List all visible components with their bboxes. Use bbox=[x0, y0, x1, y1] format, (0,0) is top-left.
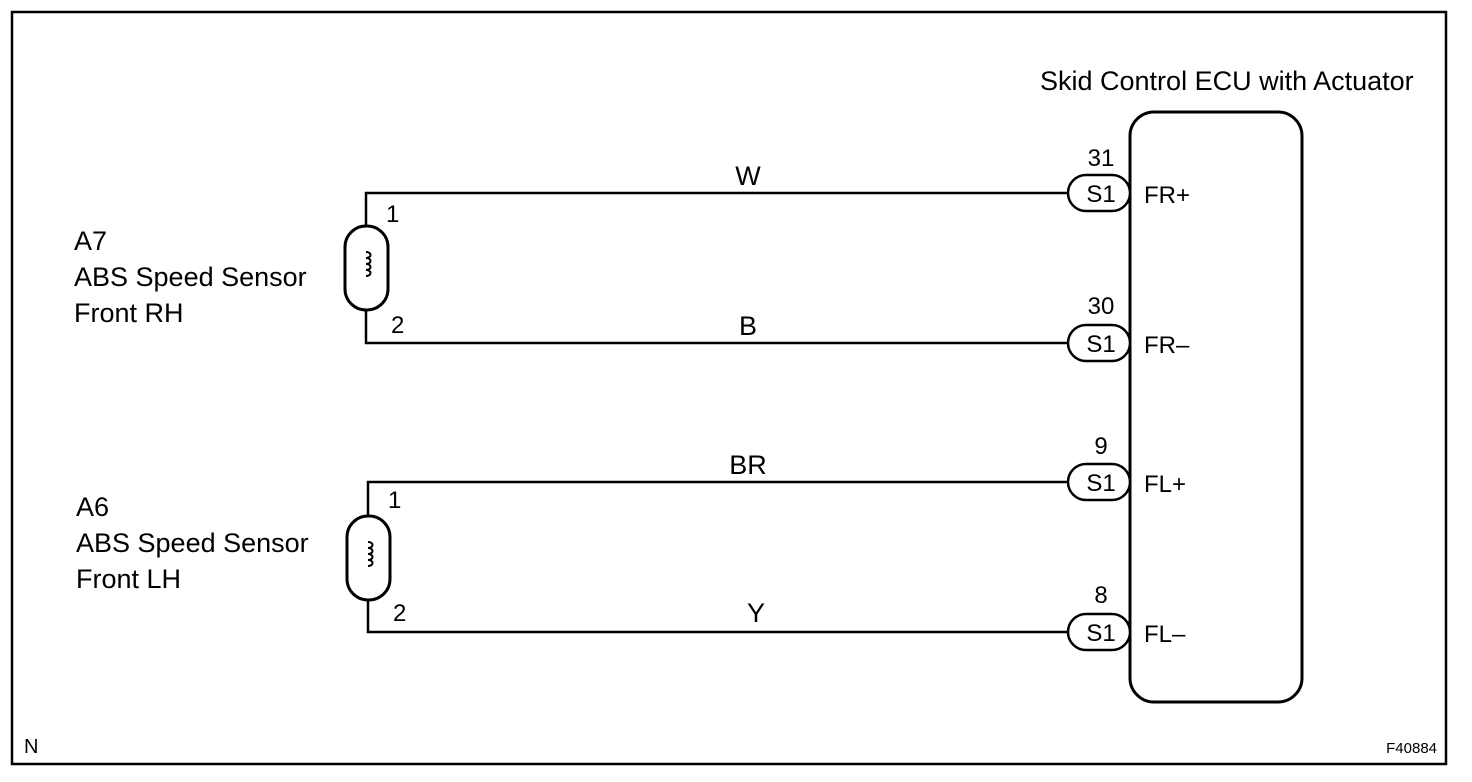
wire-w bbox=[364, 191, 1068, 226]
connector-label: S1 bbox=[1086, 331, 1115, 358]
sensor-a6-pin-top: 1 bbox=[388, 487, 401, 514]
sensor-a7-position: Front RH bbox=[74, 298, 184, 328]
connector-label: S1 bbox=[1086, 620, 1115, 647]
pin-number: 31 bbox=[1088, 145, 1115, 172]
pin-number: 8 bbox=[1094, 582, 1107, 609]
sensor-a7-code: A7 bbox=[74, 226, 107, 256]
connector-badge bbox=[1066, 173, 1132, 213]
sensor-a7-name: ABS Speed Sensor bbox=[74, 262, 307, 292]
connector-badge bbox=[1066, 462, 1132, 502]
sensor-a6-name: ABS Speed Sensor bbox=[76, 528, 309, 558]
wire-color-label: Y bbox=[747, 598, 765, 628]
wire-color-label: W bbox=[735, 161, 761, 191]
terminal-label: FL– bbox=[1144, 621, 1186, 648]
sensor-a6-body bbox=[345, 514, 392, 602]
sensor-a6: A6 ABS Speed Sensor Front LH 1 2 bbox=[76, 487, 406, 627]
ecu-title: Skid Control ECU with Actuator bbox=[1040, 66, 1414, 96]
ecu-pin-fr-plus: 31 S1 FR+ bbox=[1066, 145, 1190, 213]
connector-label: S1 bbox=[1086, 470, 1115, 497]
connector-badge bbox=[1066, 612, 1132, 652]
pin-number: 30 bbox=[1088, 293, 1115, 320]
figure-id: F40884 bbox=[1386, 740, 1437, 757]
coil-icon bbox=[365, 251, 372, 277]
sensor-a7-pin-top: 1 bbox=[386, 201, 399, 228]
wire-y bbox=[366, 600, 1068, 634]
sensor-a6-pin-bottom: 2 bbox=[393, 600, 406, 627]
connector-badge bbox=[1066, 323, 1132, 363]
connector-label: S1 bbox=[1086, 181, 1115, 208]
wire-color-label: B bbox=[739, 311, 757, 341]
sensor-a7: A7 ABS Speed Sensor Front RH 1 2 bbox=[74, 201, 404, 339]
sensor-a7-body bbox=[343, 224, 390, 312]
sensor-a7-pin-bottom: 2 bbox=[391, 312, 404, 339]
wire-br bbox=[366, 480, 1068, 516]
wire-b bbox=[364, 310, 1068, 345]
wire-color-label: BR bbox=[729, 450, 767, 480]
coil-icon bbox=[367, 541, 374, 567]
diagram-frame bbox=[10, 10, 1448, 766]
terminal-label: FL+ bbox=[1144, 471, 1186, 498]
sensor-a6-code: A6 bbox=[76, 492, 109, 522]
ecu-box bbox=[1128, 110, 1304, 704]
pin-number: 9 bbox=[1094, 433, 1107, 460]
ecu-pin-fl-minus: 8 S1 FL– bbox=[1066, 582, 1186, 652]
terminal-label: FR+ bbox=[1144, 182, 1190, 209]
ecu-pin-fl-plus: 9 S1 FL+ bbox=[1066, 433, 1186, 502]
ecu-pin-fr-minus: 30 S1 FR– bbox=[1066, 293, 1190, 363]
corner-mark: N bbox=[24, 736, 38, 758]
sensor-a6-position: Front LH bbox=[76, 564, 181, 594]
terminal-label: FR– bbox=[1144, 332, 1190, 359]
